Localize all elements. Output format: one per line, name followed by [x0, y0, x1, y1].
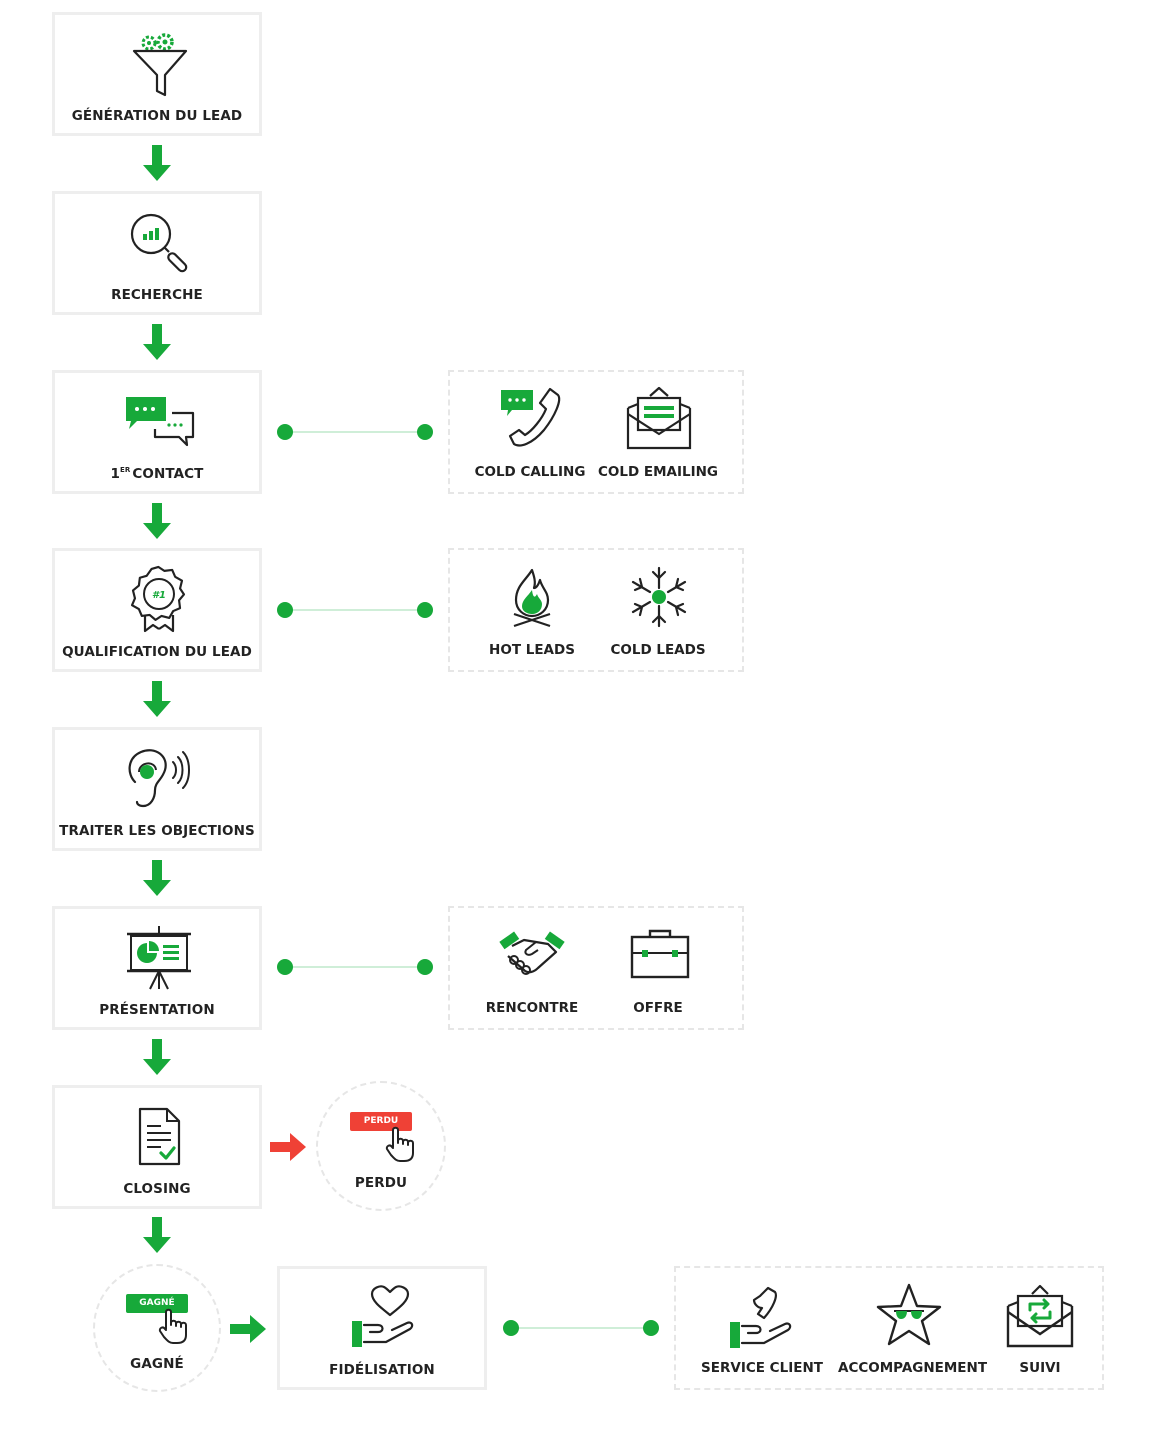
- branch-connector: [277, 424, 433, 440]
- gagne-badge: GAGNÉ: [126, 1294, 188, 1313]
- branch-connector: [277, 602, 433, 618]
- pointer-hand-icon: [158, 1308, 187, 1344]
- step-closing: CLOSING: [52, 1085, 262, 1209]
- step-generation-du-lead: GÉNÉRATION DU LEAD: [52, 12, 262, 136]
- branch-label: RENCONTRE: [485, 1000, 579, 1016]
- step-label: RECHERCHE: [111, 287, 203, 303]
- chat-bubbles-icon: [126, 397, 195, 447]
- step-label: CLOSING: [123, 1181, 191, 1197]
- down-arrow-icon: [143, 860, 171, 896]
- right-arrow-icon: [230, 1315, 266, 1343]
- step-label: QUALIFICATION DU LEAD: [62, 644, 252, 660]
- step-fidelisation: FIDÉLISATION: [277, 1266, 487, 1390]
- pointer-hand-icon: [385, 1126, 414, 1162]
- branch-connector: [503, 1320, 659, 1336]
- down-arrow-icon: [143, 145, 171, 181]
- down-arrow-icon: [143, 503, 171, 539]
- branch-label: OFFRE: [633, 1000, 683, 1016]
- outcome-label: PERDU: [354, 1175, 408, 1191]
- phone-chat-icon: [501, 387, 561, 447]
- branch-connector: [277, 959, 433, 975]
- down-arrow-icon: [143, 324, 171, 360]
- snowflake-icon: [631, 566, 687, 628]
- rosette-badge-icon: #1: [130, 565, 186, 633]
- step-presentation: PRÉSENTATION: [52, 906, 262, 1030]
- branch-label: COLD CALLING: [474, 464, 586, 480]
- step-label-text: CONTACT: [132, 466, 204, 482]
- ear-sound-icon: [128, 749, 190, 808]
- down-arrow-icon: [143, 681, 171, 717]
- hand-heart-icon: [352, 1285, 414, 1347]
- campfire-icon: [513, 568, 551, 628]
- branch-after-sales: SERVICE CLIENT ACCOMPAGNEMENT SUIVI: [674, 1266, 1104, 1390]
- branch-presentation-outcomes: RENCONTRE OFFRE: [448, 906, 744, 1030]
- handshake-icon: [499, 931, 565, 975]
- step-label: PRÉSENTATION: [99, 1002, 215, 1018]
- funnel-gears-icon: [132, 33, 188, 97]
- branch-label: COLD EMAILING: [597, 464, 719, 480]
- signed-document-icon: [138, 1107, 181, 1166]
- step-label: FIDÉLISATION: [329, 1362, 435, 1378]
- step-label: GÉNÉRATION DU LEAD: [71, 108, 243, 124]
- outcome-label: GAGNÉ: [130, 1356, 184, 1372]
- magnifier-chart-icon: [130, 213, 188, 273]
- branch-label: HOT LEADS: [489, 642, 575, 658]
- ordinal-suffix: ER: [120, 466, 131, 474]
- branch-label: SERVICE CLIENT: [701, 1360, 823, 1376]
- branch-label: ACCOMPAGNEMENT: [838, 1360, 988, 1376]
- step-traiter-les-objections: TRAITER LES OBJECTIONS: [52, 727, 262, 851]
- hand-phone-icon: [730, 1286, 792, 1348]
- branch-lead-types: HOT LEADS COLD LEADS: [448, 548, 744, 672]
- branch-contact-methods: COLD CALLING COLD EMAILING: [448, 370, 744, 494]
- step-recherche: RECHERCHE: [52, 191, 262, 315]
- briefcase-icon: [630, 929, 690, 979]
- envelope-refresh-icon: [1006, 1284, 1074, 1348]
- branch-label: COLD LEADS: [610, 642, 706, 658]
- presentation-board-icon: [127, 926, 191, 990]
- outcome-perdu: PERDU PERDU: [316, 1081, 446, 1211]
- step-label: TRAITER LES OBJECTIONS: [59, 823, 255, 839]
- star-sunglasses-icon: [876, 1283, 942, 1346]
- outcome-gagne: GAGNÉ GAGNÉ: [93, 1264, 221, 1392]
- down-arrow-icon: [143, 1217, 171, 1253]
- step-qualification-du-lead: #1 QUALIFICATION DU LEAD: [52, 548, 262, 672]
- svg-text:#1: #1: [152, 590, 166, 601]
- ordinal: 1: [110, 466, 120, 482]
- open-envelope-icon: [626, 386, 692, 450]
- right-arrow-red-icon: [270, 1133, 306, 1161]
- branch-label: SUIVI: [1019, 1360, 1061, 1376]
- down-arrow-icon: [143, 1039, 171, 1075]
- perdu-badge: PERDU: [350, 1112, 412, 1131]
